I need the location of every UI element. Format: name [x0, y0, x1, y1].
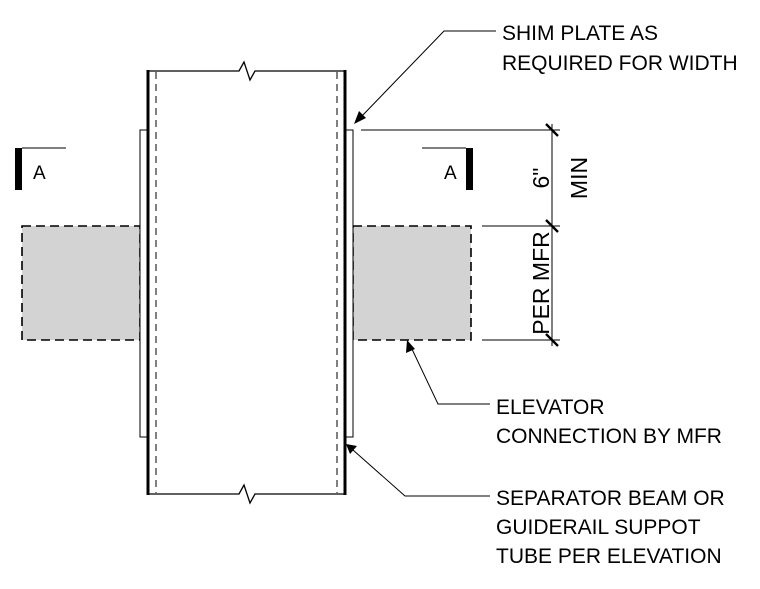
shim-plate-leader: [360, 30, 496, 118]
shim-plate-note: SHIM PLATE AS REQUIRED FOR WIDTH: [502, 22, 738, 75]
separator-beam-note-line-2: GUIDERAIL SUPPOT: [496, 516, 701, 539]
section-mark-right: A: [422, 147, 473, 190]
separator-beam-note-line-1: SEPARATOR BEAM OR: [496, 487, 725, 510]
shim-plate-note-line-2: REQUIRED FOR WIDTH: [502, 52, 738, 75]
separator-beam-arrowhead: [346, 444, 357, 454]
separator-beam-note-line-3: TUBE PER ELEVATION: [496, 545, 722, 568]
section-mark-right-label: A: [444, 163, 457, 184]
separator-beam-note: SEPARATOR BEAM OR GUIDERAIL SUPPOT TUBE …: [496, 487, 725, 568]
top-break-line: [148, 60, 345, 82]
leader-arrowheads: [346, 111, 415, 454]
dimension-string: [361, 123, 560, 347]
shim-plate-arrowhead: [354, 111, 366, 124]
elevator-connection-note: ELEVATOR CONNECTION BY MFR: [496, 396, 722, 448]
bottom-break-line: [148, 483, 345, 505]
left-elevator-bracket: [21, 225, 141, 341]
elevator-connection-note-line-2: CONNECTION BY MFR: [496, 425, 722, 448]
section-mark-left: A: [15, 147, 66, 190]
shim-plate-note-line-1: SHIM PLATE AS: [502, 22, 658, 45]
dimension-upper-value: 6": [528, 168, 554, 189]
elevator-connection-leader: [410, 346, 490, 405]
dimension-lower-note: PER MFR: [528, 231, 554, 335]
separator-beam-tube: [146, 60, 347, 505]
dimension-upper-note: MIN: [566, 157, 592, 199]
section-mark-left-label: A: [33, 163, 46, 184]
elevator-connection-note-line-1: ELEVATOR: [496, 396, 605, 419]
elevator-connection-arrowhead: [406, 340, 415, 353]
separator-beam-leader: [352, 449, 490, 497]
leader-lines: [352, 30, 496, 497]
right-elevator-bracket: [352, 225, 472, 341]
